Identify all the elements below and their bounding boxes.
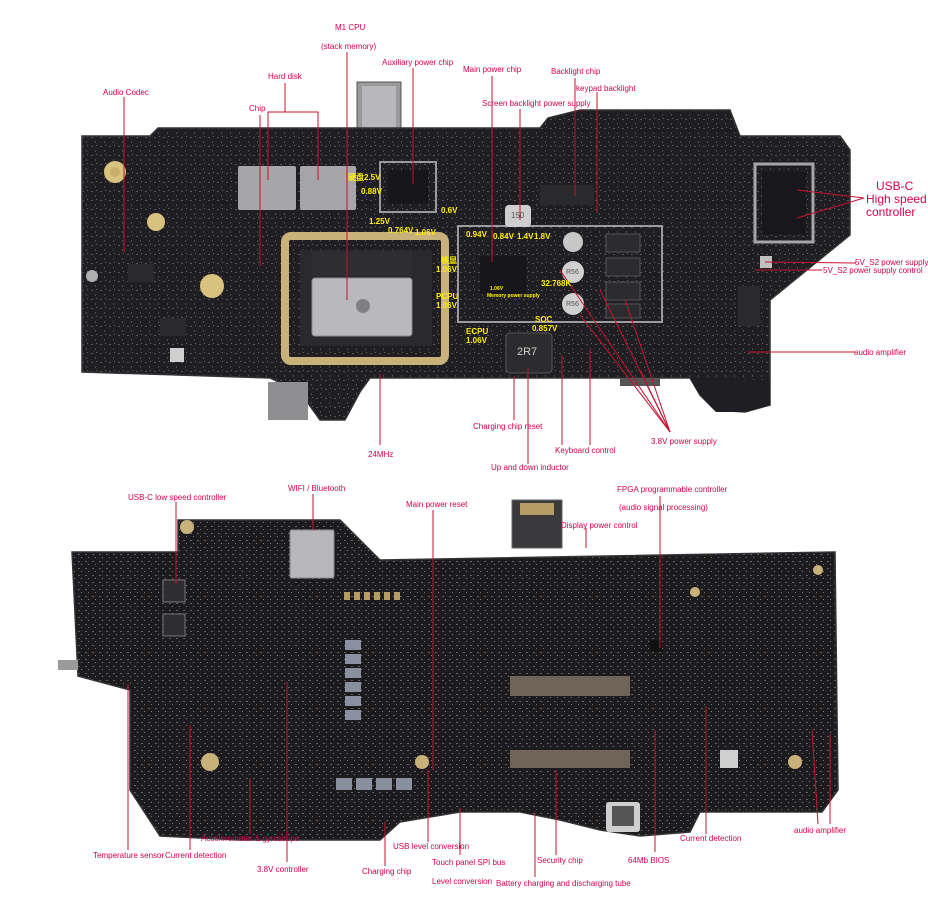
voltage-ssd-2v5: 硬盘2.5V: [348, 173, 381, 182]
voltage-ecpu-value: 1.06V: [466, 336, 487, 345]
ssd-chip-1: [238, 166, 296, 210]
mount-hole: [813, 565, 823, 575]
label-accelerometer-gyroscope: Accelerometer & gyroscope: [201, 834, 300, 843]
label-up-down-inductor: Up and down inductor: [491, 463, 569, 472]
voltage-soc-name: SOC: [535, 315, 553, 324]
label-5v-s2-power-control: 5V_S2 power supply control: [823, 266, 923, 275]
usbc-low-speed-chip-b: [162, 613, 186, 637]
label-keypad-backlight: keypad backlight: [576, 84, 636, 93]
voltage-0-88: 0.88V: [361, 187, 382, 196]
ssd-chip-2: [300, 166, 356, 210]
inductor-150: [505, 205, 531, 227]
stack-memory-chip: [312, 252, 412, 276]
aux-power-chip-shield: [379, 161, 437, 213]
voltage-gpu-name: 核显: [441, 256, 457, 265]
label-backlight-chip: Backlight chip: [551, 67, 601, 76]
voltage-crystal-32k: 32.768K: [541, 279, 572, 288]
label-current-detection-right: Current detection: [680, 834, 742, 843]
inductor-r56-a: [562, 261, 584, 283]
voltage-gpu-value: 1.06V: [436, 265, 457, 274]
main-power-shield: [457, 225, 663, 323]
label-screen-backlight-power-supply: Screen backlight power supply: [482, 99, 591, 108]
label-64mb-bios: 64Mb BIOS: [628, 856, 670, 865]
mount-hole: [415, 755, 429, 769]
label-audio-amplifier-bottom: audio amplifier: [794, 826, 847, 835]
voltage-pcpu-name: PCPU: [436, 292, 459, 301]
main-power-chip: [480, 256, 526, 294]
top-motherboard: [81, 81, 851, 421]
inductor-r56-b: [562, 293, 584, 315]
label-usb-level-conversion: USB level conversion: [393, 842, 470, 851]
label-audio-codec: Audio Codec: [103, 88, 149, 97]
voltage-pcpu-value: 1.06V: [436, 301, 457, 310]
label-usbc-high-speed-1: USB-C: [876, 179, 914, 193]
label-usbc-low-speed: USB-C low speed controller: [128, 493, 227, 502]
label-24mhz: 24MHz: [368, 450, 394, 459]
inductor-r56-b-mark: R56: [566, 301, 579, 308]
mount-hole: [690, 587, 700, 597]
inductor-150-mark: 150: [511, 211, 525, 220]
mount-hole: [201, 753, 219, 771]
inductor-2r7: [505, 332, 553, 374]
voltage-soc-value: 0.857V: [532, 324, 558, 333]
label-usbc-high-speed-2: High speed: [866, 192, 927, 206]
label-current-detection-left: Current detection: [165, 851, 227, 860]
soc-pad-area: [510, 676, 630, 696]
label-touch-panel-spi: Touch panel SPI bus: [432, 858, 506, 867]
label-security-chip: Security chip: [537, 856, 583, 865]
label-charging-chip-reset: Charging chip reset: [473, 422, 543, 431]
label-fpga-controller: FPGA programmable controller: [617, 485, 728, 494]
leader-lines: [123, 52, 865, 877]
voltage-memory-value: 1.06V: [490, 286, 504, 292]
label-5v-s2-power-supply: 5V_S2 power supply: [855, 258, 928, 267]
voltage-0-94: 0.94V: [466, 230, 487, 239]
voltage-ecpu-name: ECPU: [466, 327, 489, 336]
inductor-top: [563, 232, 583, 252]
voltage-memory-name: Memory power supply: [487, 293, 540, 299]
top-board-pcb: [81, 109, 851, 421]
label-charging-chip: Charging chip: [362, 867, 412, 876]
label-keyboard-control: Keyboard control: [555, 446, 616, 455]
voltage-1-25: 1.25V: [369, 217, 390, 226]
mount-hole: [180, 520, 194, 534]
label-main-power-chip: Main power chip: [463, 65, 522, 74]
label-wifi-bluetooth: WIFI / Bluetooth: [288, 484, 346, 493]
voltage-1-4: 1.4V: [517, 232, 534, 241]
label-3v8-power-supply: 3.8V power supply: [651, 437, 717, 446]
label-hard-disk: Hard disk: [268, 72, 302, 81]
voltage-0-84: 0.84V: [493, 232, 514, 241]
usbc-low-speed-chip-a: [162, 579, 186, 603]
label-audio-signal-processing: (audio signal processing): [619, 503, 708, 512]
label-3v8-controller: 3.8V controller: [257, 865, 309, 874]
label-audio-amplifier-top: audio amplifier: [854, 348, 907, 357]
mount-hole: [86, 270, 98, 282]
mount-hole: [200, 274, 224, 298]
voltage-1-06-a: 1.06V: [415, 228, 436, 237]
label-main-power-reset: Main power reset: [406, 500, 468, 509]
label-level-conversion: Level conversion: [432, 877, 493, 886]
mount-hole: [147, 213, 165, 231]
label-stack-memory: (stack memory): [321, 42, 377, 51]
voltage-0-6: 0.6V: [441, 206, 458, 215]
label-battery-charging-tube: Battery charging and discharging tube: [496, 879, 631, 888]
inductor-r56-a-mark: R56: [566, 269, 579, 276]
bottom-motherboard: [58, 348, 839, 841]
cpu-shield-frame: [281, 232, 449, 365]
label-auxiliary-power-chip: Auxiliary power chip: [382, 58, 454, 67]
inductor-2r7-mark: 2R7: [517, 346, 538, 358]
fpga-chip: [650, 640, 662, 652]
label-usbc-high-speed-3: controller: [866, 205, 916, 219]
voltage-1-8: 1.8V: [534, 232, 551, 241]
label-display-power-control: Display power control: [561, 521, 638, 530]
label-temperature-sensor: Temperature sensor: [93, 851, 165, 860]
voltage-0-764: 0.764V: [388, 226, 414, 235]
label-m1-cpu: M1 CPU: [335, 23, 366, 32]
mount-hole: [788, 755, 802, 769]
label-chip: Chip: [249, 104, 266, 113]
wifi-bluetooth-chip: [289, 529, 335, 579]
bottom-board-pcb: [71, 519, 839, 841]
usbc-high-speed-shield: [753, 162, 815, 244]
